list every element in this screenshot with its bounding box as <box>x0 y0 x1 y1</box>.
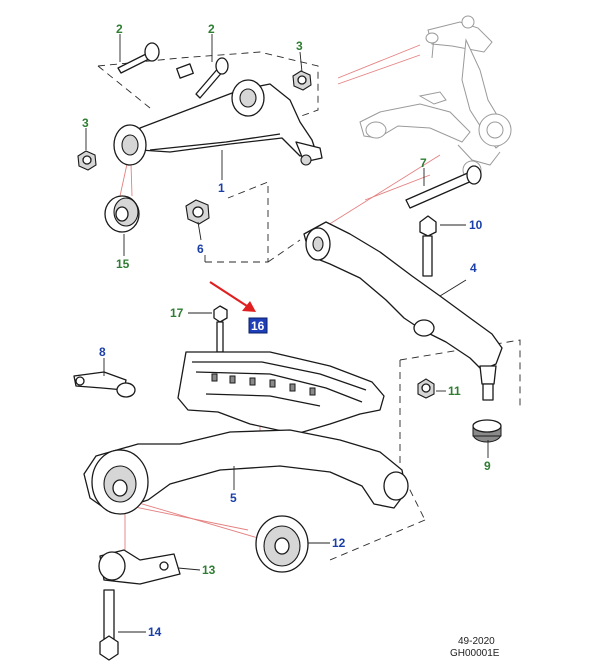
assembly-outline-middle <box>204 181 301 263</box>
lower-front-arm-part-4 <box>303 221 503 401</box>
callout-2-left: 2 <box>116 22 123 36</box>
callout-16-highlighted: 16 <box>248 317 268 334</box>
bolt-part-17 <box>213 305 228 353</box>
bolt-part-2-left <box>117 42 160 74</box>
bush-part-12 <box>255 515 309 573</box>
callout-6: 6 <box>197 242 204 256</box>
callout-10: 10 <box>469 218 483 232</box>
callout-3-right: 3 <box>296 39 303 53</box>
diagram-code: GH00001E <box>450 648 500 659</box>
bolt-part-10 <box>419 215 437 277</box>
nut-part-6 <box>185 199 210 225</box>
vehicle-overview-inset <box>359 15 512 180</box>
undertray-shield-part-16 <box>177 351 385 435</box>
callout-labels: 2 2 3 3 1 7 6 15 10 4 17 16 8 11 9 5 12 … <box>82 22 491 639</box>
callout-13: 13 <box>202 563 216 577</box>
nut-part-9 <box>472 419 502 443</box>
callout-3-left: 3 <box>82 116 89 130</box>
callout-9: 9 <box>484 459 491 473</box>
callout-17: 17 <box>170 306 184 320</box>
callout-7: 7 <box>420 156 427 170</box>
red-leader-lines <box>119 44 441 552</box>
highlight-arrow <box>209 281 256 312</box>
callout-14: 14 <box>148 625 162 639</box>
lower-rear-arm-part-5 <box>83 429 409 515</box>
nut-part-3-left <box>77 150 97 171</box>
nut-part-11 <box>417 378 435 399</box>
bolt-part-7 <box>405 165 482 209</box>
bolt-part-2-right <box>176 57 229 99</box>
callout-16: 16 <box>251 319 265 333</box>
bracket-part-13 <box>98 549 181 585</box>
callout-2-right: 2 <box>208 22 215 36</box>
shield-slots <box>211 373 316 396</box>
callout-leaders <box>85 34 489 633</box>
callout-1: 1 <box>218 181 225 195</box>
diagram-footer: 49-2020 GH00001E <box>450 636 500 659</box>
stabilizer-link-part-8 <box>73 371 136 398</box>
upper-control-arm-part-1 <box>113 79 323 166</box>
callout-11: 11 <box>448 384 461 398</box>
callout-15: 15 <box>116 257 130 271</box>
callout-12: 12 <box>332 536 346 550</box>
bolt-part-14 <box>99 589 119 661</box>
callout-5: 5 <box>230 491 237 505</box>
callout-8: 8 <box>99 345 106 359</box>
bush-part-15 <box>104 195 140 233</box>
assembly-outline-upper <box>97 51 319 131</box>
nut-part-3-right <box>292 70 312 91</box>
callout-4: 4 <box>470 261 477 275</box>
diagram-date: 49-2020 <box>458 636 495 647</box>
